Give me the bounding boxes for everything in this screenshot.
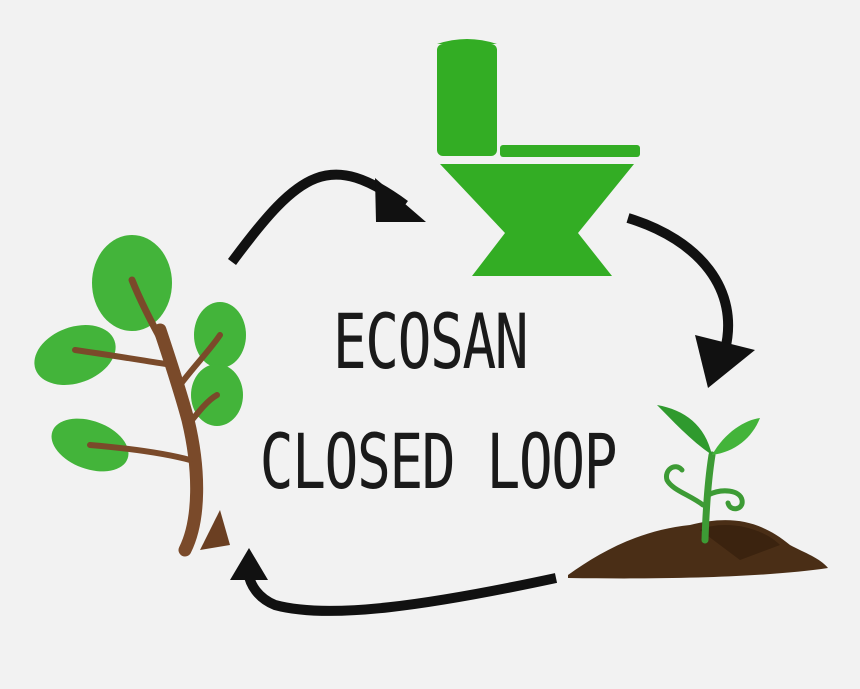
arrowhead-toilet-to-seedling (695, 335, 755, 388)
diagram-title-line-1: ECOSAN (332, 297, 529, 386)
seedling-soil-icon (568, 405, 828, 579)
diagram-title-line-2: CLOSED LOOP (259, 417, 618, 506)
arrowhead-tree-to-toilet (375, 178, 426, 222)
arrow-seedling-to-tree (243, 570, 558, 616)
arrow-toilet-to-seedling (626, 213, 734, 352)
arrowhead-seedling-to-tree (230, 548, 268, 580)
toilet-icon (437, 39, 640, 276)
tree-icon (34, 235, 246, 557)
